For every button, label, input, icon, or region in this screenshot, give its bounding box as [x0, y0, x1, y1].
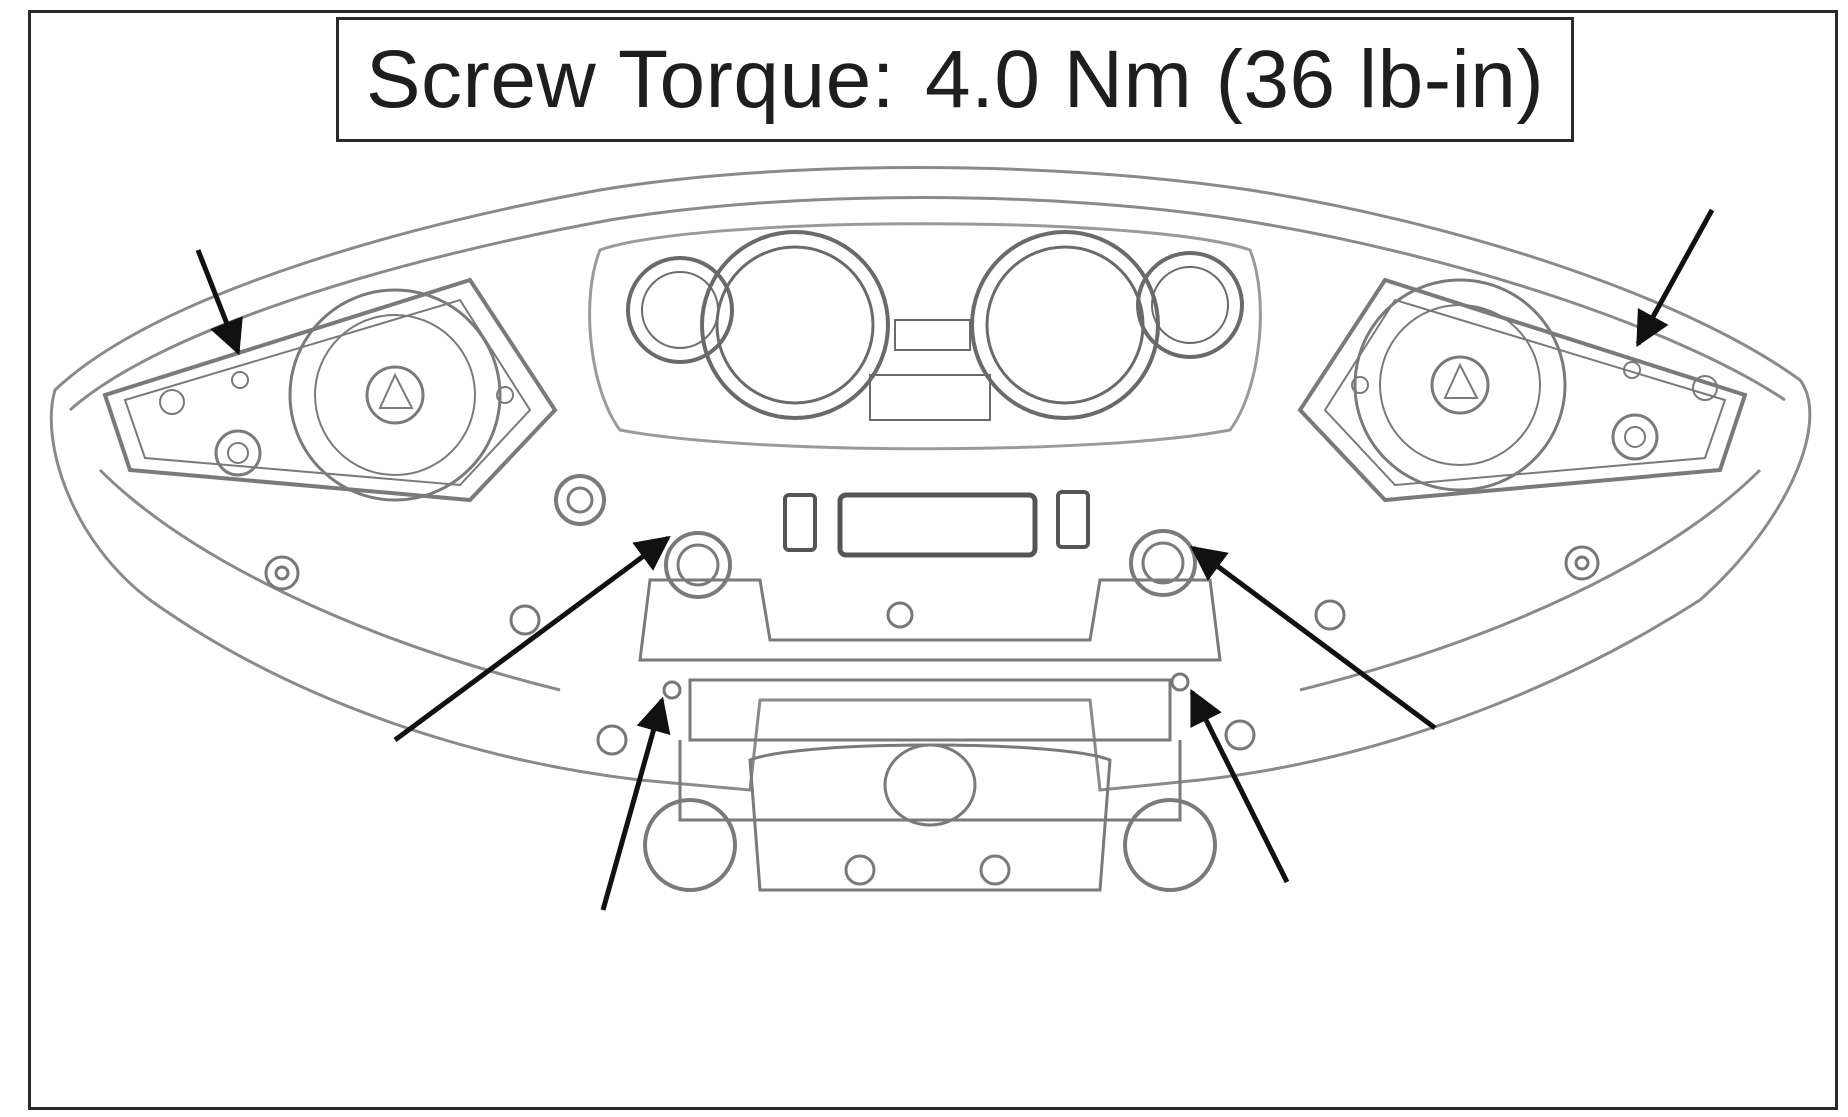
- mounting-screws: [264, 545, 1600, 756]
- gauge-cluster: [588, 222, 1262, 451]
- arrow-left-speaker-screw: [195, 249, 243, 356]
- center-display: [783, 490, 1090, 558]
- pointer-arrows: [195, 208, 1715, 911]
- torque-label: Screw Torque:: [365, 33, 895, 125]
- right-speaker-pod: [1297, 277, 1748, 503]
- fork-mounts: [554, 474, 1222, 892]
- fairing-outer-shell: [49, 166, 1812, 792]
- torque-text: Screw Torque: 4.0 Nm (36 lb-in): [366, 33, 1544, 127]
- arrow-right-lower-screw: [1189, 688, 1290, 884]
- arrow-right-fork-screw: [1190, 545, 1437, 731]
- torque-value: 4.0 Nm (36 lb-in): [925, 33, 1545, 125]
- left-speaker-pod: [102, 277, 558, 503]
- arrow-left-lower-screw: [600, 696, 671, 911]
- torque-callout: Screw Torque: 4.0 Nm (36 lb-in): [336, 17, 1574, 142]
- arrow-right-speaker-screw: [1635, 208, 1715, 348]
- figure-frame: [28, 10, 1838, 1110]
- arrow-left-fork-screw: [393, 535, 671, 743]
